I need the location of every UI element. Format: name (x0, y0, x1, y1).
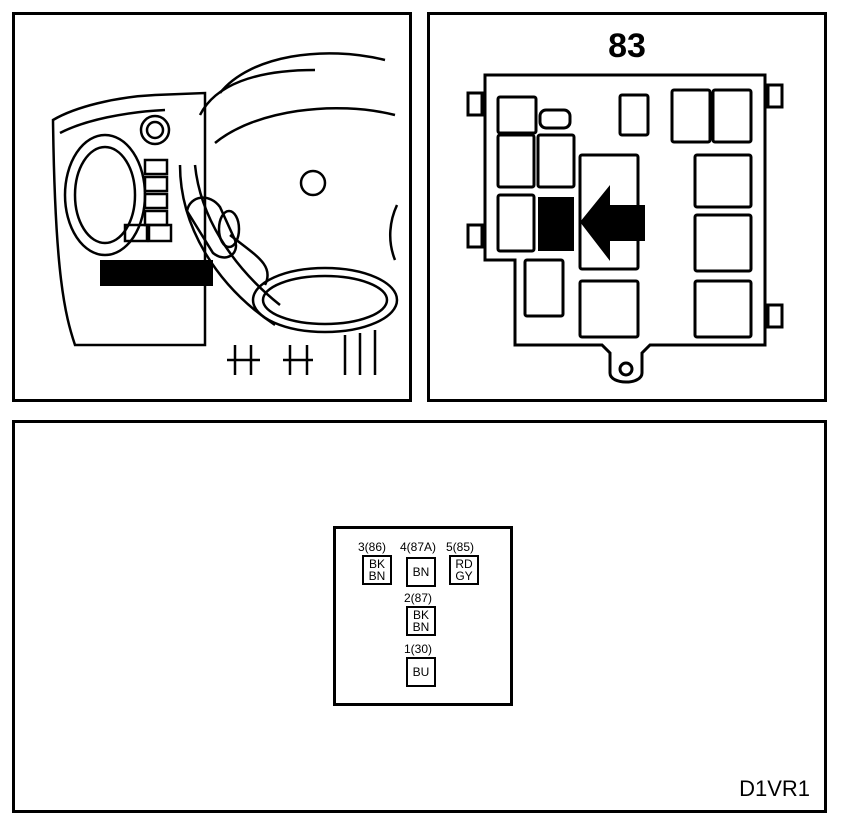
pin-2-wire-color-1: BK (412, 608, 429, 622)
relay-pinout-panel: 3(86) BK BN 4(87A) BN 5(85) RD GY 2(87) … (12, 420, 827, 813)
dashboard-illustration (51, 52, 399, 375)
pin-5-label: 5(85) (446, 540, 475, 554)
pin-4-wire-color-1: BN (412, 565, 430, 579)
pin-4-terminal: BN (406, 557, 436, 587)
pin-5-wire-color-2: GY (455, 569, 473, 583)
pin-1-label: 1(30) (404, 642, 433, 656)
pin-1-terminal: BU (406, 657, 436, 687)
pin-2-terminal: BK BN (406, 606, 436, 636)
pin-3-wire-color-2: BN (368, 569, 386, 583)
diagram-code: D1VR1 (739, 776, 810, 801)
pin-3-label: 3(86) (358, 540, 387, 554)
pin-4-label: 4(87A) (400, 540, 437, 554)
dashboard-illustration-panel (12, 12, 412, 402)
pin-2-wire-color-2: BN (412, 620, 430, 634)
pin-3-wire-color-1: BK (368, 557, 385, 571)
pin-5-terminal: RD GY (449, 555, 479, 585)
fuse-panel: 83 (427, 12, 827, 402)
pin-5-wire-color-1: RD (455, 557, 473, 571)
fuse-panel-illustration (466, 73, 784, 384)
location-number: 83 (608, 27, 646, 65)
pin-3-terminal: BK BN (362, 555, 392, 585)
pin-2-label: 2(87) (404, 591, 433, 605)
relay-connector: 3(86) BK BN 4(87A) BN 5(85) RD GY 2(87) … (333, 526, 513, 706)
pin-1-wire-color-1: BU (412, 665, 430, 679)
